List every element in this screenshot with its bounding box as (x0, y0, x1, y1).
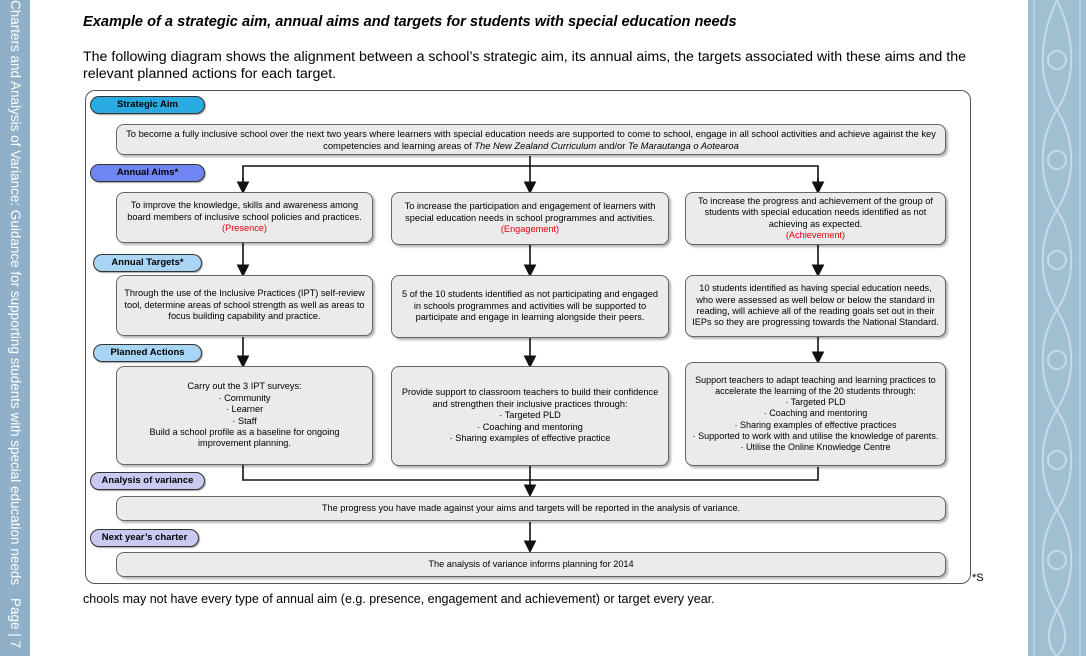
planned-action-2-bullet: · Targeted PLD (499, 410, 561, 421)
annual-aim-presence-tag: (Presence) (222, 223, 267, 234)
analysis-of-variance-label: Analysis of variance (90, 472, 205, 490)
footnote-text: chools may not have every type of annual… (83, 592, 715, 606)
planned-action-1-outro: Build a school profile as a baseline for… (149, 426, 340, 449)
next-years-charter-box: The analysis of variance informs plannin… (116, 552, 946, 577)
annual-target-3-box: 10 students identified as having special… (685, 275, 946, 337)
curriculum-english: The New Zealand Curriculum (474, 139, 597, 151)
planned-action-1-intro: Carry out the 3 IPT surveys: (187, 381, 302, 392)
annual-aims-label: Annual Aims* (90, 164, 205, 182)
annual-aim-achievement-box: To increase the progress and achievement… (685, 192, 946, 245)
annual-target-1-box: Through the use of the Inclusive Practic… (116, 275, 373, 336)
strategic-aim-text: To become a fully inclusive school over … (126, 128, 936, 151)
next-years-charter-label: Next year’s charter (90, 529, 199, 547)
planned-action-1-box: Carry out the 3 IPT surveys: · Community… (116, 366, 373, 465)
planned-action-2-bullet: · Sharing examples of effective practice (449, 433, 611, 444)
annual-target-1-text: Through the use of the Inclusive Practic… (124, 288, 365, 322)
planned-actions-label: Planned Actions (93, 344, 202, 362)
annual-aim-achievement-text: To increase the progress and achievement… (698, 195, 933, 229)
planned-action-3-bullet: · Sharing examples of effective practice… (734, 419, 897, 430)
annual-aim-achievement-tag: (Achievement) (785, 229, 846, 240)
strategic-aim-box: To become a fully inclusive school over … (116, 124, 946, 155)
sidebar: Charters and Analysis of Variance: Guida… (0, 0, 30, 656)
planned-action-3-bullet: · Targeted PLD (785, 397, 846, 408)
planned-action-2-intro: Provide support to classroom teachers to… (401, 387, 659, 409)
koru-pattern-icon (1033, 0, 1081, 656)
annual-aim-engagement-tag: (Engagement) (500, 224, 560, 235)
footnote-marker: *S (972, 572, 984, 584)
planned-action-3-box: Support teachers to adapt teaching and l… (685, 362, 946, 466)
strategic-aim-label: Strategic Aim (90, 96, 205, 114)
analysis-of-variance-box: The progress you have made against your … (116, 496, 946, 521)
planned-action-1-bullet: · Staff (232, 415, 257, 426)
planned-action-1-bullet: · Learner (225, 404, 264, 415)
curriculum-maori: Te Marautanga o Aotearoa (628, 139, 739, 151)
annual-target-3-text: 10 students identified as having special… (692, 283, 939, 328)
planned-action-1-bullet: · Community (218, 392, 271, 403)
analysis-of-variance-text: The progress you have made against your … (321, 502, 741, 513)
planned-action-2-box: Provide support to classroom teachers to… (391, 366, 669, 466)
planned-action-3-intro: Support teachers to adapt teaching and l… (695, 375, 936, 397)
section-heading: Example of a strategic aim, annual aims … (83, 14, 737, 30)
annual-aim-engagement-text: To increase the participation and engage… (404, 201, 656, 223)
decorative-pattern-strip (1028, 0, 1086, 656)
planned-action-2-bullet: · Coaching and mentoring (477, 421, 583, 432)
annual-aim-presence-box: To improve the knowledge, skills and awa… (116, 192, 373, 243)
annual-aim-presence-text: To improve the knowledge, skills and awa… (127, 200, 362, 222)
annual-aim-engagement-box: To increase the participation and engage… (391, 192, 669, 245)
annual-targets-label: Annual Targets* (93, 254, 202, 272)
annual-target-2-text: 5 of the 10 students identified as not p… (402, 289, 658, 323)
planned-action-3-bullet: · Supported to work with and utilise the… (692, 430, 939, 441)
intro-paragraph: The following diagram shows the alignmen… (83, 49, 966, 82)
next-years-charter-text: The analysis of variance informs plannin… (428, 558, 634, 569)
annual-target-2-box: 5 of the 10 students identified as not p… (391, 275, 669, 338)
planned-action-3-bullet: · Coaching and mentoring (763, 408, 868, 419)
planned-action-3-bullet: · Utilise the Online Knowledge Centre (740, 441, 891, 452)
